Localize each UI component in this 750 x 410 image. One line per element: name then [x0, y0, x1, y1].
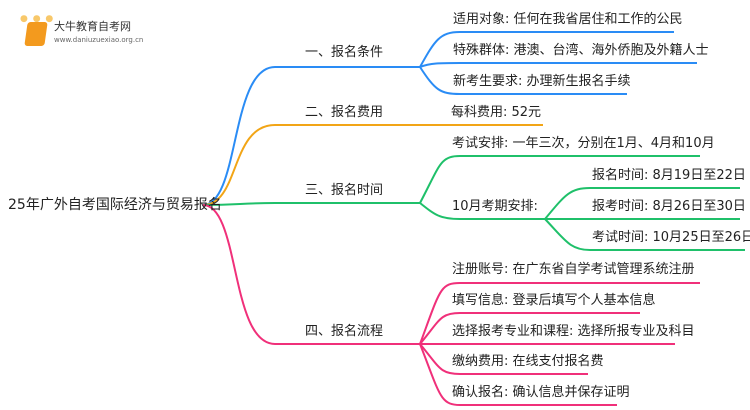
leaf: 选择报考专业和课程: 选择所报专业及科目 [452, 324, 695, 339]
leaf: 确认报名: 确认信息并保存证明 [452, 385, 630, 400]
branch-4-connector [202, 204, 420, 345]
leaf: 每科费用: 52元 [451, 105, 542, 120]
root-node: 25年广外自考国际经济与贸易报名 [8, 197, 222, 213]
sub-leaf: 考试时间: 10月25日至26日 [592, 230, 750, 245]
leaf: 特殊群体: 港澳、台湾、海外侨胞及外籍人士 [453, 43, 709, 58]
sub-leaf: 报名时间: 8月19日至22日 [592, 168, 746, 183]
leaf: 填写信息: 登录后填写个人基本信息 [452, 293, 656, 308]
logo-url: www.daniuzuexiao.org.cn [54, 36, 144, 44]
leaf-4-5-connector [419, 343, 617, 406]
branch-4-label: 四、报名流程 [305, 324, 384, 339]
leaf-4-2-connector [419, 312, 640, 345]
leaf-4-4-connector [419, 343, 588, 375]
leaf: 缴纳费用: 在线支付报名费 [452, 354, 604, 369]
logo-name: 大牛教育自考网 [54, 20, 131, 33]
branch-2-label: 二、报名费用 [305, 105, 384, 120]
branch-2-connector [202, 124, 543, 206]
leaf: 10月考期安排: [452, 199, 538, 214]
leaf: 适用对象: 任何在我省居住和工作的公民 [453, 12, 683, 27]
leaf-1-3-connector [419, 66, 627, 95]
branch-1-label: 一、报名条件 [305, 45, 384, 60]
branch-3-label: 三、报名时间 [305, 183, 384, 198]
leaf: 新考生要求: 办理新生报名手续 [453, 74, 631, 89]
logo-dots-icon: ● ● ● [20, 14, 55, 24]
branch-1-connector [202, 66, 420, 206]
leaf-4-1-connector [419, 282, 700, 345]
leaf-3-1-connector [419, 155, 700, 204]
sub-leaf: 报考时间: 8月26日至30日 [592, 199, 746, 214]
leaf: 考试安排: 一年三次，分别在1月、4月和10月 [452, 136, 715, 151]
leaf: 注册账号: 在广东省自学考试管理系统注册 [452, 262, 695, 277]
branch-3-connector [202, 202, 420, 206]
leaf-1-1-connector [419, 31, 674, 68]
leaf-1-2-connector [419, 62, 697, 68]
sub-3-3-connector [544, 218, 745, 251]
logo: ● ● ● 大牛教育自考网 www.daniuzuexiao.org.cn [20, 14, 160, 48]
sub-3-1-connector [544, 187, 740, 220]
leaf-3-2-connector [419, 202, 545, 220]
